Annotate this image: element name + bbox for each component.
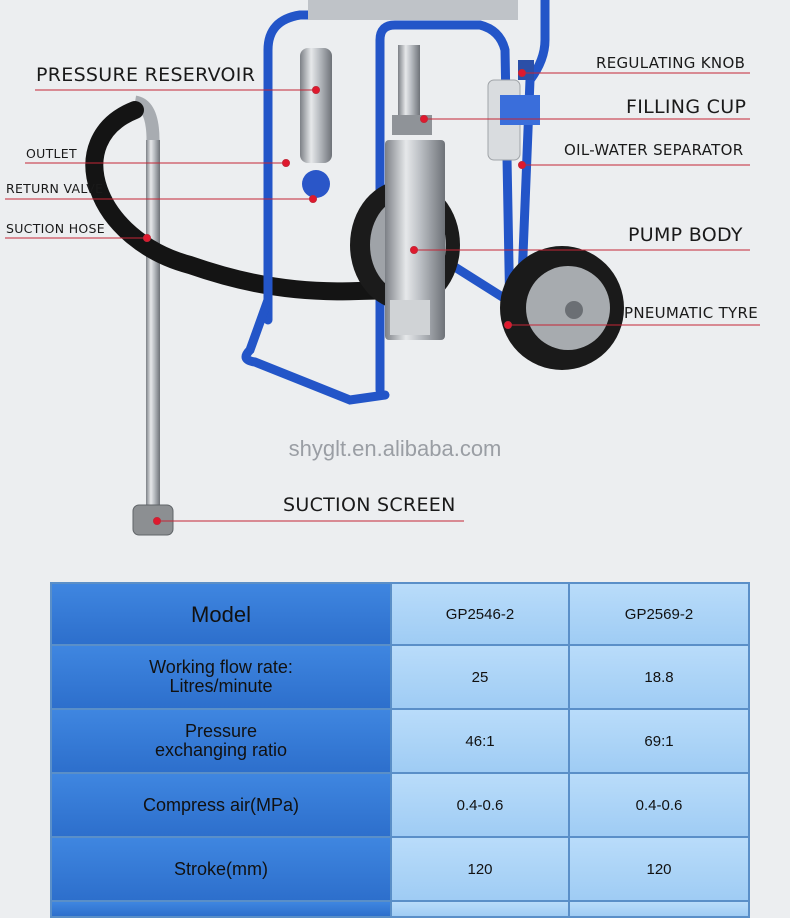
suction-hose — [85, 101, 409, 301]
row-label-line1: Working flow rate: — [149, 657, 293, 677]
spec-header-row: Model GP2546-2 GP2569-2 — [50, 582, 750, 646]
watermark: shyglt.en.alibaba.com — [288, 436, 502, 461]
row-value-empty — [390, 900, 570, 918]
label-outlet: OUTLET — [26, 146, 77, 161]
label-pressure-reservoir: PRESSURE RESERVOIR — [36, 64, 256, 86]
row-value-2: 120 — [568, 836, 750, 902]
row-value-2: 18.8 — [568, 644, 750, 710]
table-row: Working flow rate: Litres/minute 25 18.8 — [50, 644, 750, 710]
row-label-line1: Pressure — [184, 721, 258, 741]
row-value-1: 25 — [390, 644, 570, 710]
row-label-line1: Stroke(mm) — [174, 858, 268, 879]
row-value-2: 0.4-0.6 — [568, 772, 750, 838]
row-value-1: 46:1 — [390, 708, 570, 774]
row-value-1: 120 — [390, 836, 570, 902]
row-label-line2: Litres/minute — [169, 676, 273, 696]
row-label: Pressure exchanging ratio — [50, 708, 392, 774]
row-value-2: 69:1 — [568, 708, 750, 774]
label-pump-body: PUMP BODY — [628, 224, 743, 246]
label-regulating-knob: REGULATING KNOB — [596, 54, 746, 72]
label-return-valve: RETURN VALVE — [6, 181, 104, 196]
row-value-empty — [568, 900, 750, 918]
header-model-1: GP2546-2 — [390, 582, 570, 646]
row-label: Working flow rate: Litres/minute — [50, 644, 392, 710]
label-filling-cup: FILLING CUP — [626, 96, 747, 118]
label-suction-hose: SUCTION HOSE — [6, 221, 105, 236]
suction-pipe — [132, 95, 174, 536]
row-label: Compress air(MPa) — [50, 772, 392, 838]
table-row: Compress air(MPa) 0.4-0.6 0.4-0.6 — [50, 772, 750, 838]
row-label-empty — [50, 900, 392, 918]
header-model: Model — [50, 582, 392, 646]
airless-sprayer-illustration — [5, 0, 760, 536]
header-model-2: GP2569-2 — [568, 582, 750, 646]
row-label-line1: Compress air(MPa) — [142, 794, 300, 815]
row-label: Stroke(mm) — [50, 836, 392, 902]
callout-pointers — [5, 69, 760, 525]
row-value-1: 0.4-0.6 — [390, 772, 570, 838]
label-pneumatic-tyre: PNEUMATIC TYRE — [624, 304, 759, 322]
label-suction-screen: SUCTION SCREEN — [283, 494, 456, 516]
table-row: Pressure exchanging ratio 46:1 69:1 — [50, 708, 750, 774]
label-oil-water-separator: OIL-WATER SEPARATOR — [564, 141, 744, 159]
table-row-partial — [50, 900, 750, 918]
table-row: Stroke(mm) 120 120 — [50, 836, 750, 902]
row-label-line2: exchanging ratio — [154, 740, 288, 760]
spec-table: Model GP2546-2 GP2569-2 Working flow rat… — [50, 582, 750, 918]
right-wheel — [500, 246, 624, 370]
pump — [300, 0, 540, 340]
